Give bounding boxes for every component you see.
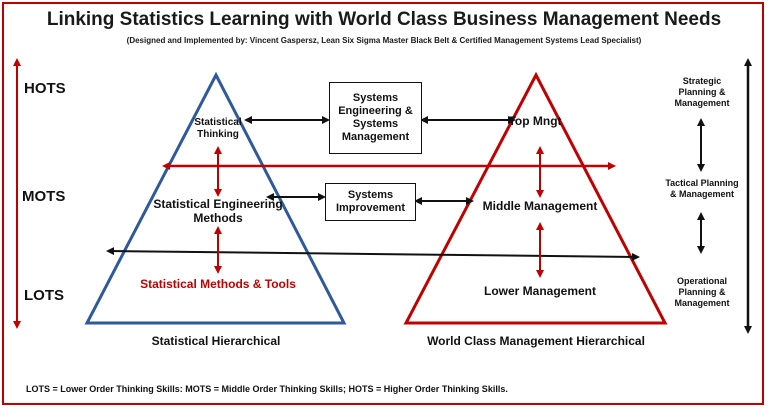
tactical-planning-label: Tactical Planning & Management: [665, 178, 739, 199]
strategic-planning-label: Strategic Planning & Management: [674, 76, 730, 108]
level-hots: HOTS: [24, 80, 66, 97]
statistical-thinking-label: Statistical Thinking: [194, 117, 242, 140]
level-mots: MOTS: [22, 188, 66, 205]
middle-management-label: Middle Management: [482, 199, 598, 213]
statistical-methods-label: Statistical Methods & Tools: [140, 277, 296, 291]
top-mngt-label: Top Mngt: [508, 114, 562, 128]
footer-legend: LOTS = Lower Order Thinking Skills: MOTS…: [26, 384, 508, 394]
systems-improvement-box: Systems Improvement: [325, 183, 416, 221]
statistical-engineering-label: Statistical Engineering Methods: [153, 197, 283, 225]
level-lots: LOTS: [24, 287, 64, 304]
lower-management-label: Lower Management: [483, 284, 597, 298]
management-caption: World Class Management Hierarchical: [427, 334, 645, 348]
diagram-title: Linking Statistics Learning with World C…: [46, 9, 722, 30]
diagram-subtitle: (Designed and Implemented by: Vincent Ga…: [126, 36, 642, 45]
statistical-caption: Statistical Hierarchical: [151, 334, 281, 348]
systems-engineering-box: Systems Engineering & Systems Management: [329, 82, 422, 154]
operational-planning-label: Operational Planning & Management: [674, 276, 730, 308]
lots-horizontal-arrow: [106, 247, 640, 261]
diagram-frame: [2, 2, 764, 405]
